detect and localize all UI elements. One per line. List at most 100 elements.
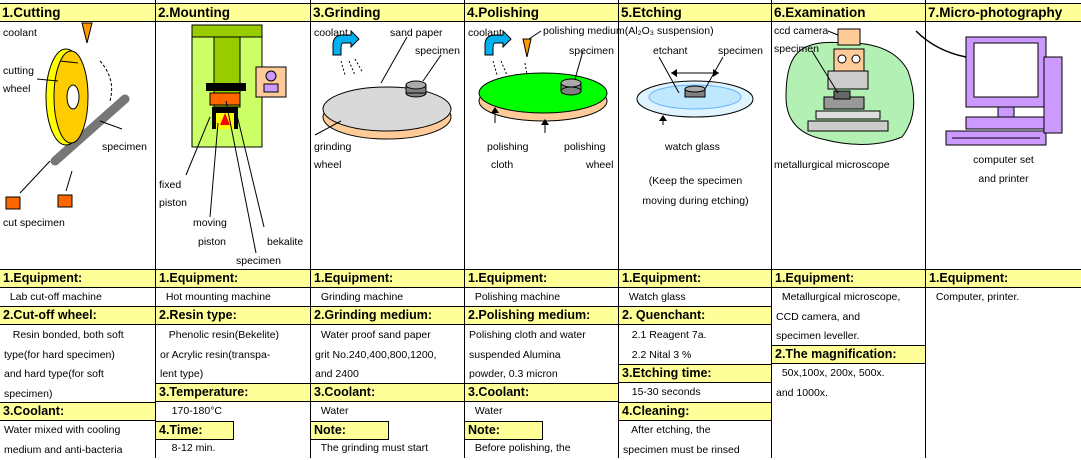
text-line: The grinding must start [315,439,462,459]
text-line: grit No.240,400,800,1200, [315,346,462,366]
section-header: 2.Polishing medium: [465,306,618,325]
column-etching: 5.Etching etchant specimen watch glass (… [619,0,772,458]
section-header: 1.Equipment: [311,269,464,288]
text-line: Water mixed with cooling [4,421,153,441]
section-header: 2.Grinding medium: [311,306,464,325]
label-piston: piston [159,197,187,209]
text-line: and 2400 [315,365,462,385]
section-text: Before polishing, the [465,439,618,459]
note-line: (Keep the specimen [619,171,772,191]
section-header: 4.Cleaning: [619,402,771,421]
section-header: 3.Coolant: [465,383,618,402]
text-line: CCD camera, and [776,308,923,328]
text-line: Computer, printer. [930,288,1079,308]
label-specimen: specimen [236,255,281,267]
column-mounting: 2.Mounting fixed piston movi [156,0,311,458]
examination-figure: ccd camera specimen metallurgical micros… [772,21,925,267]
label-specimen: specimen [718,45,763,57]
section-text: 170-180°C [156,402,310,422]
text-line: 15-30 seconds [623,383,769,403]
text-line: Grinding machine [315,288,462,308]
label-wheel: wheel [586,159,613,171]
label-cloth: cloth [491,159,513,171]
section-header: 1.Equipment: [926,269,1081,288]
microscope-illustration [772,21,926,267]
section-header: 3.Coolant: [311,383,464,402]
text-line: Resin bonded, both soft [4,326,153,346]
section-header: 3.Temperature: [156,383,310,402]
column-micro-photography: 7.Micro-photography computer set and pri… [926,0,1081,458]
text-line: lent type) [160,365,308,385]
section-header: 1.Equipment: [619,269,771,288]
label-wheel: wheel [3,83,30,95]
text-line: Water proof sand paper [315,326,462,346]
label-polishing: polishing [487,141,528,153]
mounting-illustration [156,21,311,267]
column-title: 2.Mounting [156,3,310,22]
polishing-figure: coolant polishing medium(Al₂O₃ suspensio… [465,21,618,267]
text-line: Polishing cloth and water [469,326,616,346]
column-title: 6.Examination [772,3,925,22]
label-wheel: wheel [314,159,341,171]
label-specimen: specimen [415,45,460,57]
column-polishing: 4.Polishing coolant polishing medi [465,0,619,458]
label-etchant: etchant [653,45,687,57]
label-specimen: specimen [569,45,614,57]
column-title: 7.Micro-photography [926,3,1081,22]
text-line: specimen leveller. [776,327,923,347]
column-title: 3.Grinding [311,3,464,22]
section-header: 1.Equipment: [156,269,310,288]
text-line: 50x,100x, 200x, 500x. [776,364,923,384]
section-header: 1.Equipment: [772,269,925,288]
section-text: Metallurgical microscope, CCD camera, an… [772,288,925,347]
column-cutting: 1.Cutting coolant cutting wheel specimen [0,0,156,458]
section-text: 50x,100x, 200x, 500x. and 1000x. [772,364,925,403]
section-text: Hot mounting machine [156,288,310,308]
mounting-figure: fixed piston moving piston bekalite spec… [156,21,310,267]
text-line: Hot mounting machine [160,288,308,308]
section-text: Water proof sand paper grit No.240,400,8… [311,326,464,385]
cutting-figure: coolant cutting wheel specimen cut speci… [0,21,155,267]
section-text: Resin bonded, both soft type(for hard sp… [0,326,155,404]
section-text: 8-12 min. [156,439,310,459]
section-header: 2.Resin type: [156,306,310,325]
label-grinding: grinding [314,141,351,153]
section-text: Phenolic resin(Bekelite) or Acrylic resi… [156,326,310,385]
section-header: 3.Coolant: [0,402,155,421]
text-line: Water [469,402,616,422]
label-sand-paper: sand paper [390,27,443,39]
section-text: Polishing machine [465,288,618,308]
column-title: 4.Polishing [465,3,618,22]
text-line: 2.2 Nital 3 % [623,346,769,366]
computer-caption: computer set and printer [926,151,1081,189]
text-line: powder, 0.3 micron [469,365,616,385]
label-specimen: specimen [774,43,819,55]
section-text: Polishing cloth and water suspended Alum… [465,326,618,385]
text-line: Watch glass [623,288,769,308]
section-text: After etching, the specimen must be rins… [619,421,771,460]
section-header: Note: [465,421,543,440]
text-line: After etching, the [623,421,769,441]
section-text: Water [311,402,464,422]
label-bekalite: bekalite [267,236,303,248]
label-watch-glass: watch glass [665,141,720,153]
section-header: 4.Time: [156,421,234,440]
label-fixed: fixed [159,179,181,191]
note-line: moving during etching) [619,191,772,211]
section-text: 2.1 Reagent 7a. 2.2 Nital 3 % [619,326,771,365]
caption-line: computer set [926,151,1081,170]
section-header: 3.Etching time: [619,364,771,383]
column-title: 5.Etching [619,3,771,22]
text-line: Polishing machine [469,288,616,308]
label-coolant: coolant [3,27,37,39]
column-examination: 6.Examination ccd camera specimen metall… [772,0,926,458]
text-line: and hard type(for soft [4,365,153,385]
label-ccd-camera: ccd camera [774,25,828,37]
section-text: Computer, printer. [926,288,1081,308]
section-header: 1.Equipment: [465,269,618,288]
text-line: Lab cut-off machine [4,288,153,308]
section-text: Water [465,402,618,422]
label-cutting: cutting [3,65,34,77]
text-line: specimen must be rinsed [623,441,769,460]
